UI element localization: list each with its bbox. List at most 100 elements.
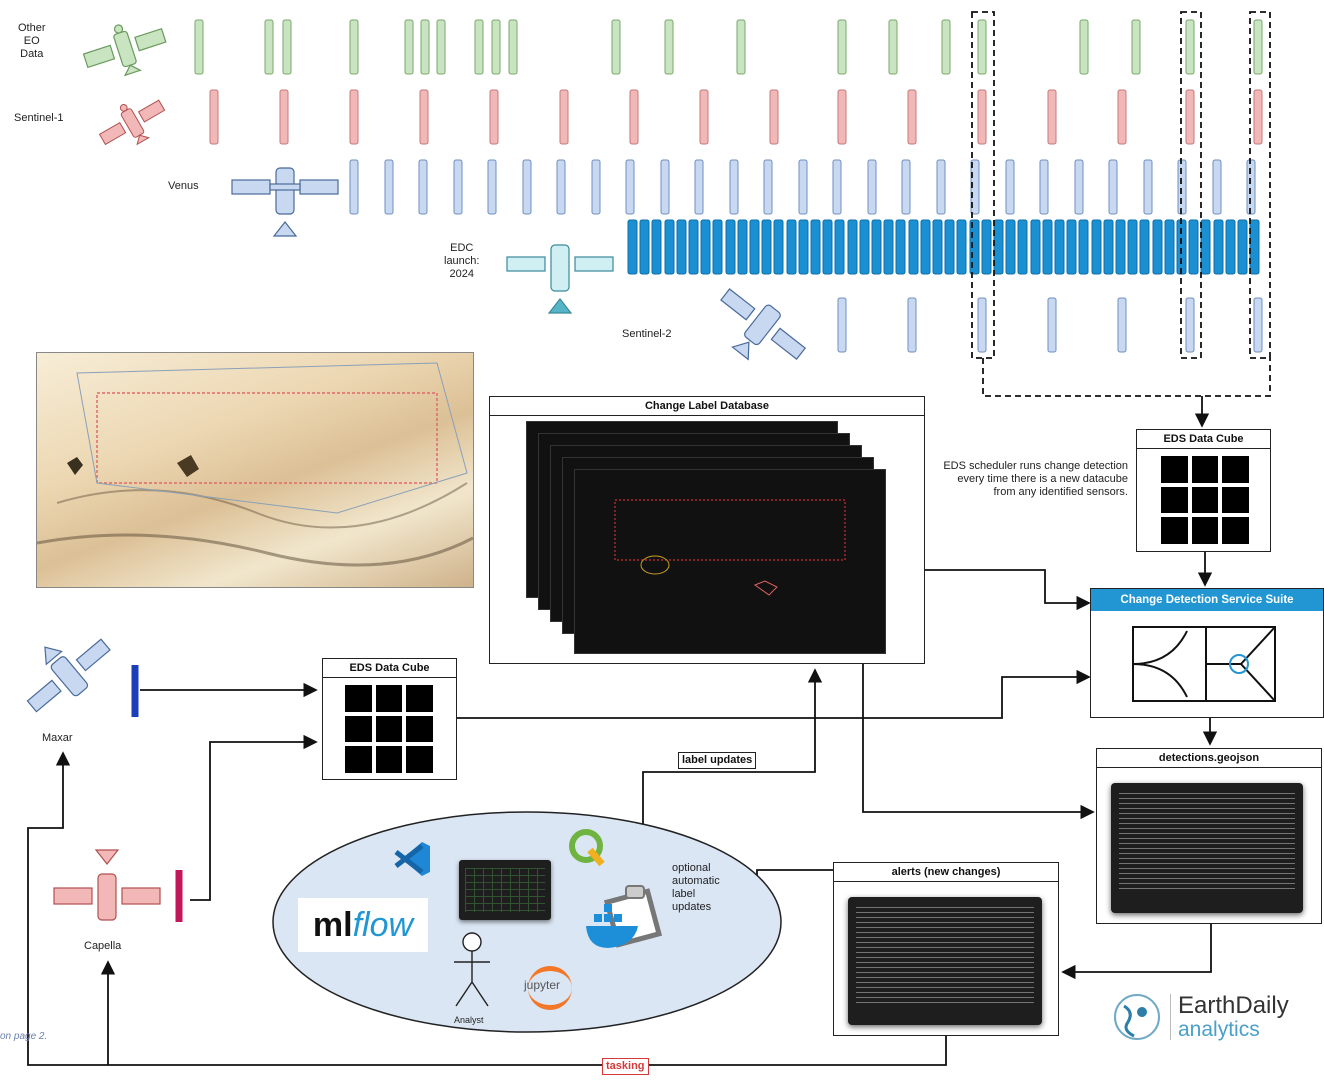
analyst-workspace-ellipse bbox=[272, 811, 782, 1033]
analyst-stick-figure-icon bbox=[454, 932, 490, 1007]
qgis-icon bbox=[569, 829, 605, 867]
earthdaily-top-text: EarthDaily bbox=[1178, 992, 1289, 1019]
edc-bar bbox=[1078, 219, 1089, 275]
sentinel1-bar bbox=[1117, 89, 1127, 145]
venus-bar bbox=[1212, 159, 1222, 215]
jupyter-logo: jupyter bbox=[520, 958, 580, 1016]
edc-bar bbox=[1139, 219, 1150, 275]
sentinel2-bar bbox=[1117, 297, 1127, 353]
venus-bar bbox=[729, 159, 739, 215]
other-eo-bar bbox=[420, 19, 430, 75]
other-eo-bar bbox=[436, 19, 446, 75]
satellite-icon bbox=[82, 24, 167, 77]
edc-bar bbox=[1005, 219, 1016, 275]
sentinel1-bar bbox=[1185, 89, 1195, 145]
edc-bar bbox=[871, 219, 882, 275]
venus-bar bbox=[487, 159, 497, 215]
edc-bar bbox=[1200, 219, 1211, 275]
edc-bar bbox=[1249, 219, 1260, 275]
change-label-database-box: Change Label Database bbox=[489, 396, 925, 664]
venus-bar bbox=[418, 159, 428, 215]
edc-bar bbox=[956, 219, 967, 275]
edc-bar bbox=[822, 219, 833, 275]
edc-bar bbox=[908, 219, 919, 275]
edc-bar bbox=[1213, 219, 1224, 275]
other-eo-bar bbox=[404, 19, 414, 75]
venus-bar bbox=[522, 159, 532, 215]
edc-bar bbox=[944, 219, 955, 275]
edc-bar bbox=[1017, 219, 1028, 275]
venus-label: Venus bbox=[168, 180, 199, 192]
other-eo-bar bbox=[474, 19, 484, 75]
capella-label: Capella bbox=[84, 940, 122, 952]
satellite-icon bbox=[231, 167, 339, 237]
vscode-icon bbox=[394, 842, 430, 876]
alerts-title: alerts (new changes) bbox=[834, 863, 1058, 882]
edc-bar bbox=[725, 219, 736, 275]
edc-bar bbox=[688, 219, 699, 275]
other-eo-bar bbox=[941, 19, 951, 75]
edc-bar bbox=[1188, 219, 1199, 275]
edc-bar bbox=[737, 219, 748, 275]
sentinel1-label: Sentinel-1 bbox=[14, 112, 64, 124]
edc-bar bbox=[895, 219, 906, 275]
venus-bar bbox=[1005, 159, 1015, 215]
venus-bar bbox=[1177, 159, 1187, 215]
venus-bar bbox=[832, 159, 842, 215]
sentinel2-label: Sentinel-2 bbox=[622, 328, 672, 340]
jupyter-text: jupyter bbox=[524, 978, 561, 992]
sentinel1-bar bbox=[837, 89, 847, 145]
edc-bar bbox=[932, 219, 943, 275]
edc-bar bbox=[639, 219, 650, 275]
sentinel2-timeline bbox=[837, 297, 1263, 353]
venus-timeline bbox=[349, 159, 1256, 215]
alerts-box: alerts (new changes) bbox=[833, 862, 1059, 1036]
sentinel1-bar bbox=[629, 89, 639, 145]
edc-bar bbox=[1091, 219, 1102, 275]
other-eo-bar bbox=[888, 19, 898, 75]
edc-bar bbox=[1152, 219, 1163, 275]
sentinel1-bar bbox=[559, 89, 569, 145]
edc-bar bbox=[798, 219, 809, 275]
venus-bar bbox=[591, 159, 601, 215]
venus-bar bbox=[970, 159, 980, 215]
scheduler-note: EDS scheduler runs change detection ever… bbox=[943, 460, 1128, 498]
venus-bar bbox=[901, 159, 911, 215]
edc-bar bbox=[1066, 219, 1077, 275]
edc-bar bbox=[1042, 219, 1053, 275]
sentinel1-bar bbox=[489, 89, 499, 145]
sentinel2-bar bbox=[977, 297, 987, 353]
sentinel2-bar bbox=[1253, 297, 1263, 353]
globe-icon bbox=[1114, 994, 1160, 1040]
edc-bar bbox=[761, 219, 772, 275]
earthdaily-bottom-text: analytics bbox=[1178, 1018, 1260, 1041]
venus-bar bbox=[1074, 159, 1084, 215]
change-detection-title: Change Detection Service Suite bbox=[1091, 589, 1323, 611]
edc-bar bbox=[883, 219, 894, 275]
change-label-database-title: Change Label Database bbox=[490, 397, 924, 416]
analyst-label: Analyst bbox=[454, 1015, 484, 1025]
other-eo-bar bbox=[491, 19, 501, 75]
satellite-icon bbox=[506, 244, 614, 314]
edc-bar bbox=[810, 219, 821, 275]
other-eo-bar bbox=[736, 19, 746, 75]
detections-title: detections.geojson bbox=[1097, 749, 1321, 768]
venus-bar bbox=[625, 159, 635, 215]
notebook-screenshot bbox=[459, 860, 551, 920]
edc-bar bbox=[859, 219, 870, 275]
venus-bar bbox=[1246, 159, 1256, 215]
docker-icon bbox=[586, 885, 663, 948]
edc-bar bbox=[993, 219, 1004, 275]
edc-bar bbox=[700, 219, 711, 275]
page-ref-note: on page 2. bbox=[0, 1031, 48, 1042]
edc-bar bbox=[627, 219, 638, 275]
cube-grid bbox=[345, 685, 433, 773]
sentinel1-bar bbox=[769, 89, 779, 145]
edc-bar bbox=[1115, 219, 1126, 275]
other-eo-label: Other EO Data bbox=[18, 22, 46, 60]
other-eo-bar bbox=[1185, 19, 1195, 75]
sentinel2-bar bbox=[907, 297, 917, 353]
venus-bar bbox=[1143, 159, 1153, 215]
satellite-icon bbox=[26, 638, 111, 713]
edc-bar bbox=[1030, 219, 1041, 275]
